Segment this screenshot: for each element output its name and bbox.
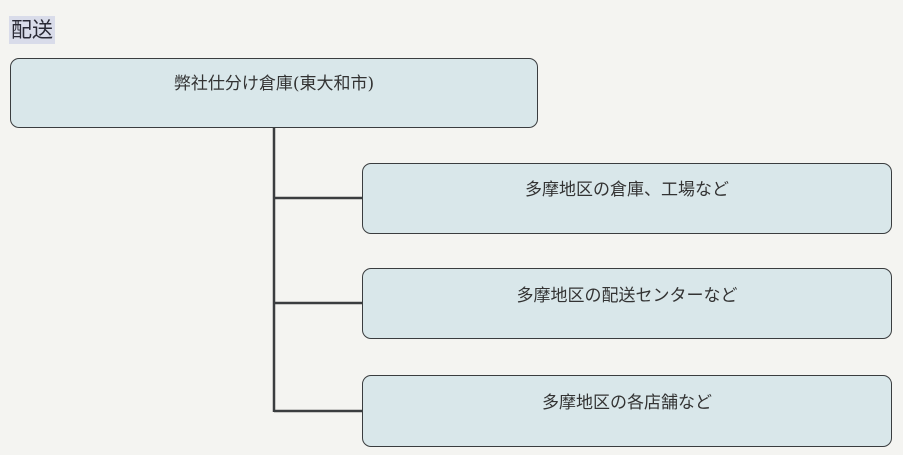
diagram-heading: 配送 xyxy=(9,16,55,44)
destination-label: 多摩地区の配送センターなど xyxy=(516,286,738,306)
root-node-label: 弊社仕分け倉庫(東大和市) xyxy=(173,74,375,94)
destination-node-warehouse: 多摩地区の倉庫、工場など xyxy=(362,163,892,234)
destination-label: 多摩地区の倉庫、工場など xyxy=(525,180,729,200)
destination-label: 多摩地区の各店舗など xyxy=(542,393,712,413)
destination-node-distribution-center: 多摩地区の配送センターなど xyxy=(362,268,892,339)
root-node-box: 弊社仕分け倉庫(東大和市) xyxy=(10,58,538,128)
destination-node-stores: 多摩地区の各店舗など xyxy=(362,375,892,447)
